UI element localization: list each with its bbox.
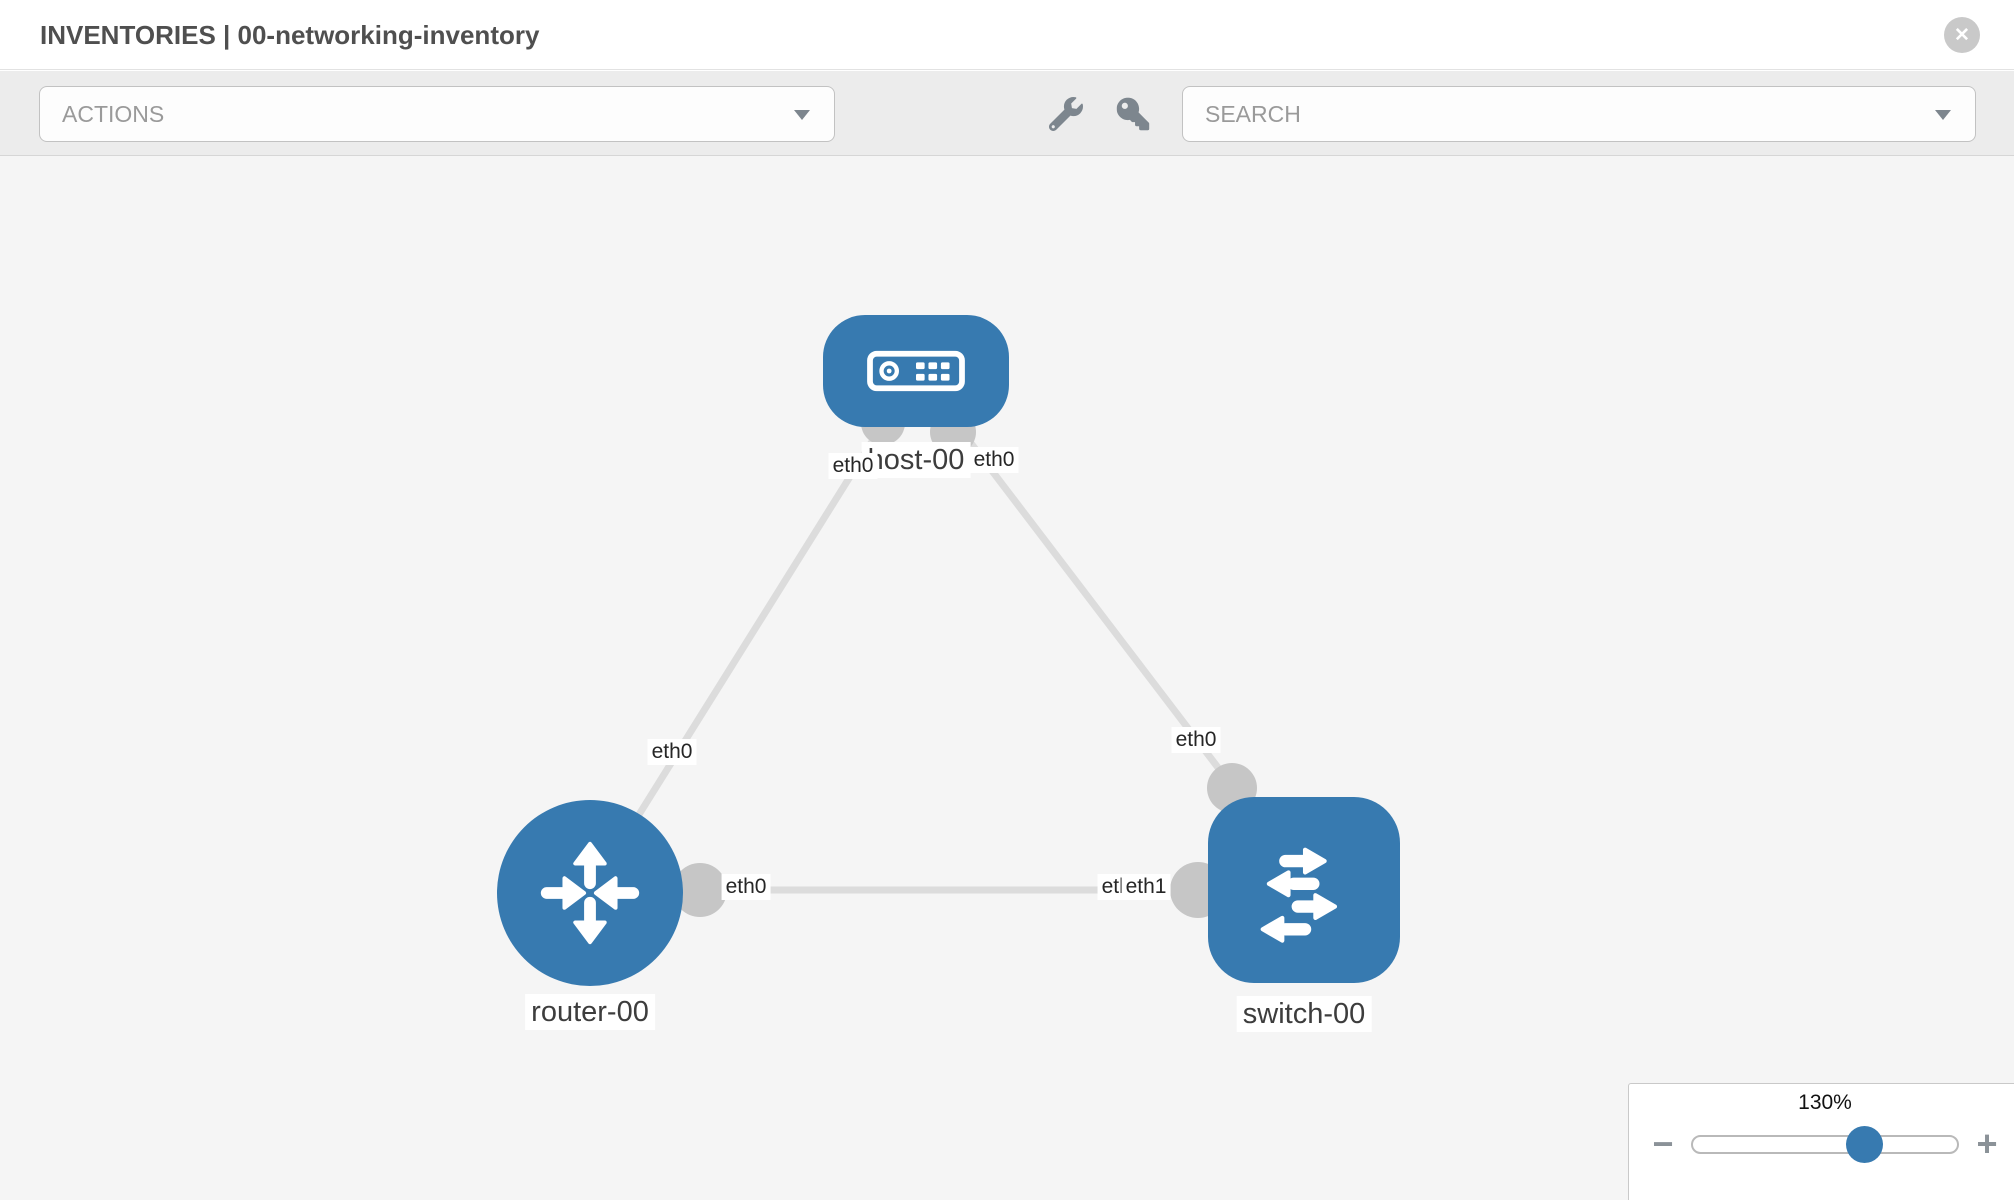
actions-dropdown[interactable]: ACTIONS	[39, 86, 835, 142]
zoom-slider-handle[interactable]	[1846, 1126, 1883, 1163]
actions-dropdown-label: ACTIONS	[62, 101, 165, 127]
zoom-control-panel: 130% − +	[1628, 1083, 2014, 1200]
zoom-out-button[interactable]: −	[1644, 1124, 1682, 1164]
search-input[interactable]	[1205, 89, 1895, 139]
iface-label-switch-to-router: eth1	[1121, 874, 1171, 900]
wrench-icon	[1049, 97, 1083, 131]
chevron-down-icon[interactable]	[1935, 110, 1951, 120]
node-host-00[interactable]	[823, 315, 1009, 427]
iface-label-router-to-host: eth0	[647, 739, 697, 765]
key-icon	[1116, 97, 1150, 131]
node-router-00[interactable]	[497, 800, 683, 986]
iface-label-host-to-switch: eth0	[969, 447, 1019, 473]
zoom-in-button[interactable]: +	[1968, 1124, 2006, 1164]
plus-icon: +	[1976, 1123, 1998, 1164]
close-button[interactable]: ✕	[1944, 17, 1980, 53]
router-icon	[540, 841, 640, 945]
close-icon: ✕	[1954, 24, 1970, 46]
credentials-button[interactable]	[1111, 92, 1155, 136]
iface-label-router-to-switch: eth0	[721, 874, 771, 900]
node-label-router: router-00	[525, 994, 655, 1030]
toolbar: ACTIONS	[0, 71, 2014, 156]
interface-connector[interactable]	[673, 863, 727, 917]
node-switch-00[interactable]	[1208, 797, 1400, 983]
topology-links-layer	[587, 368, 1304, 918]
minus-icon: −	[1652, 1123, 1674, 1164]
zoom-percent-readout: 130%	[1798, 1091, 1852, 1114]
search-box[interactable]	[1182, 86, 1976, 142]
node-label-switch: switch-00	[1236, 996, 1372, 1032]
header-bar: INVENTORIES | 00-networking-inventory ✕	[0, 0, 2014, 70]
iface-label-switch-to-host: eth0	[1171, 727, 1221, 753]
configure-button[interactable]	[1044, 92, 1088, 136]
chevron-down-icon	[794, 110, 810, 120]
zoom-slider-track[interactable]	[1691, 1135, 1959, 1154]
host-icon	[867, 350, 965, 392]
node-label-host: host-00	[861, 442, 971, 478]
switch-icon	[1260, 847, 1338, 943]
page-title: INVENTORIES | 00-networking-inventory	[40, 20, 540, 50]
iface-label-host-to-router: eth0	[828, 453, 878, 479]
topology-canvas[interactable]: host-00 router-00 switch-00 eth0 eth0 et…	[0, 156, 2014, 1200]
